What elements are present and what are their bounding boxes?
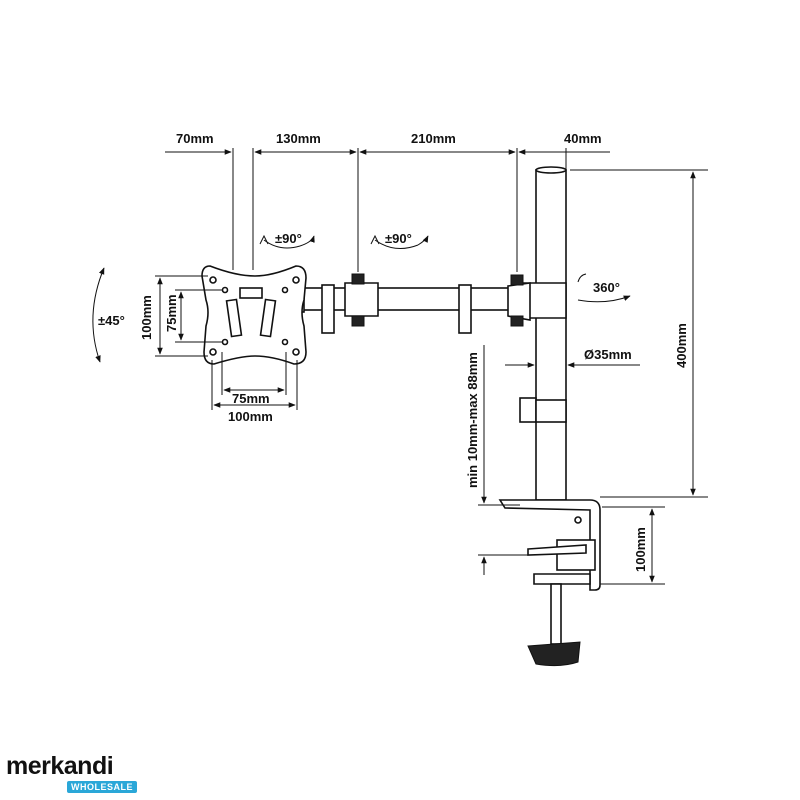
rotation-swivel-1: ±90° — [275, 231, 302, 246]
dim-210mm: 210mm — [411, 131, 456, 146]
tilt-arrow — [92, 267, 105, 363]
clamp-range-dimension — [478, 345, 530, 575]
rotation-360: 360° — [593, 280, 620, 295]
clamp-height-dimension — [600, 506, 665, 585]
vesa-dimension-lines — [155, 275, 298, 410]
dim-40mm: 40mm — [564, 131, 602, 146]
arm — [289, 273, 567, 334]
pole — [519, 166, 567, 501]
logo-badge: WHOLESALE — [67, 781, 137, 793]
dim-70mm: 70mm — [176, 131, 214, 146]
vesa-plate — [201, 265, 307, 365]
dim-vesa-h-75: 75mm — [232, 391, 270, 406]
dim-vesa-h-100: 100mm — [228, 409, 273, 424]
swivel-arrow-1 — [259, 234, 315, 249]
desk-clamp — [498, 499, 601, 667]
dim-400mm: 400mm — [674, 323, 689, 368]
dim-130mm: 130mm — [276, 131, 321, 146]
dim-pole-diameter: Ø35mm — [584, 347, 632, 362]
dim-vesa-v-100: 100mm — [139, 295, 154, 340]
dim-vesa-v-75: 75mm — [164, 294, 179, 332]
height-dimension — [570, 169, 708, 498]
top-dimension-lines — [165, 148, 610, 272]
logo-wordmark: merkandi — [6, 752, 114, 780]
rotate-360-arrow — [577, 273, 631, 303]
dim-clamp-range: min 10mm-max 88mm — [465, 352, 480, 488]
dim-clamp-height: 100mm — [633, 527, 648, 572]
merkandi-logo: merkandi WHOLESALE — [6, 752, 137, 796]
rotation-swivel-2: ±90° — [385, 231, 412, 246]
rotation-tilt: ±45° — [98, 313, 125, 328]
swivel-arrow-2 — [370, 234, 429, 250]
